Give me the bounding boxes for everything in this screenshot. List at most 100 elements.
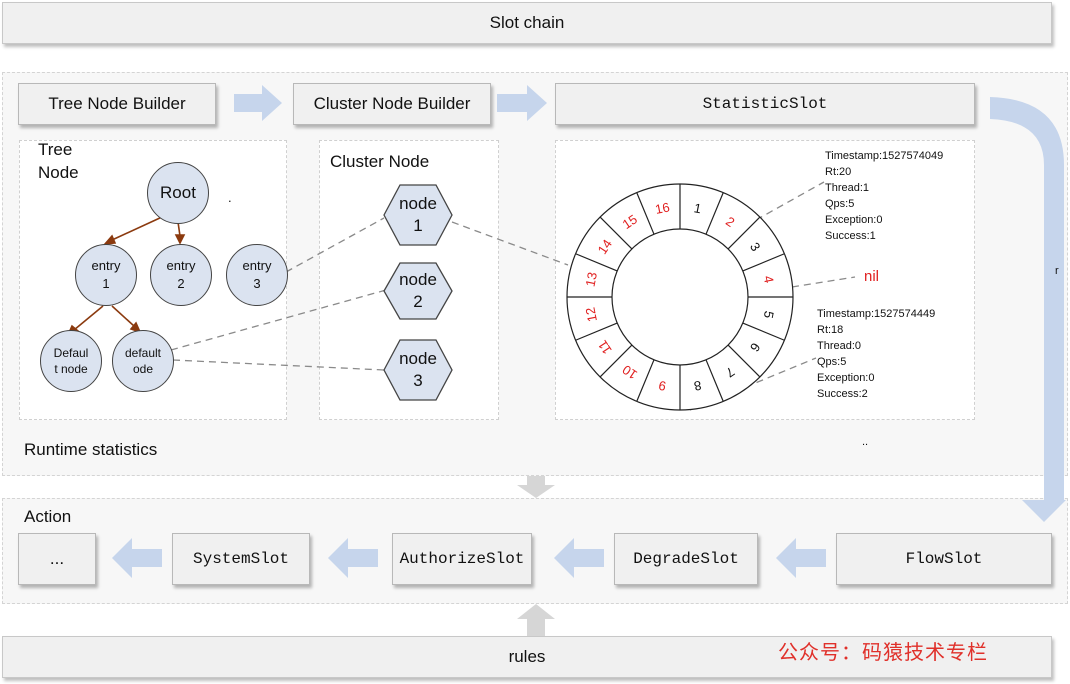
tree-node-title: Tree Node bbox=[38, 138, 79, 184]
info-timestamp: Timestamp:1527574449 bbox=[817, 308, 936, 320]
cluster-node-2-shape bbox=[383, 262, 453, 320]
authorize-slot-box: AuthorizeSlot bbox=[392, 533, 532, 585]
info-exception: Exception:0 bbox=[825, 214, 883, 226]
ring-divider bbox=[636, 192, 655, 235]
cluster-node-1-shape bbox=[383, 184, 453, 246]
cluster-node-1-label: node 1 bbox=[384, 193, 452, 237]
cluster-node-3-shape bbox=[383, 339, 453, 401]
info-thread: Thread:0 bbox=[817, 340, 862, 352]
ring-divider bbox=[575, 253, 618, 272]
ring-inner bbox=[611, 228, 749, 366]
entry-node-3-line1: entry bbox=[242, 258, 272, 274]
ring-divider bbox=[599, 344, 633, 378]
info-timestamp: Timestamp:1527574049 bbox=[825, 150, 944, 162]
info-rt: Rt:20 bbox=[825, 166, 852, 178]
ring-divider bbox=[599, 216, 633, 250]
ellipsis-slot-box: ... bbox=[18, 533, 96, 585]
cluster-node-title: Cluster Node bbox=[330, 152, 430, 171]
entry-node-1-line1: entry bbox=[91, 258, 121, 274]
statistic-slot-box: StatisticSlot bbox=[555, 83, 975, 125]
ring-segment-label: 1 bbox=[693, 200, 703, 216]
tree-node-title-line2: Node bbox=[38, 163, 79, 182]
ring-segment-label: 13 bbox=[582, 271, 600, 288]
down-arrow-icon bbox=[517, 476, 555, 498]
ring-divider bbox=[742, 253, 785, 272]
entry-node-2-line2: 2 bbox=[177, 276, 185, 291]
nil-label: nil bbox=[864, 268, 880, 285]
info-qps: Qps:5 bbox=[825, 198, 855, 210]
entry-node-2: entry 2 bbox=[150, 244, 212, 306]
left-arrow-icon bbox=[328, 538, 378, 578]
left-arrow-icon bbox=[554, 538, 604, 578]
left-arrow-icon bbox=[776, 538, 826, 578]
ring-segment-label: 8 bbox=[693, 378, 703, 394]
default-node-1: Defaul t node bbox=[40, 330, 102, 392]
cluster-node-1-line2: 1 bbox=[413, 216, 423, 235]
ring-segment-label: 9 bbox=[657, 378, 667, 394]
cluster-node-builder-box: Cluster Node Builder bbox=[293, 83, 491, 125]
arrowhead-icon bbox=[174, 234, 186, 245]
root-node: Root bbox=[147, 162, 209, 224]
system-slot-label: SystemSlot bbox=[192, 550, 289, 568]
cluster-node-2-line1: node bbox=[399, 270, 437, 289]
cluster-node-3-line1: node bbox=[399, 349, 437, 368]
cluster-node-3-line2: 3 bbox=[413, 371, 423, 390]
ring-segment-label: 15 bbox=[620, 211, 640, 232]
degrade-slot-label: DegradeSlot bbox=[633, 550, 739, 568]
window-info-bottom: Timestamp:1527574449 Rt:18 Thread:0 Qps:… bbox=[817, 306, 935, 402]
cluster-node-2-line2: 2 bbox=[413, 292, 423, 311]
default-node-2-line2: ode bbox=[132, 362, 154, 376]
arrowhead-icon bbox=[103, 234, 117, 245]
runtime-statistics-label: Runtime statistics bbox=[24, 440, 158, 459]
ring-segment-label: 14 bbox=[594, 237, 615, 257]
ring-divider bbox=[575, 322, 618, 341]
entry-node-1: entry 1 bbox=[75, 244, 137, 306]
ring-divider bbox=[727, 216, 761, 250]
rules-title: rules bbox=[508, 647, 546, 666]
statistic-slot-label: StatisticSlot bbox=[702, 95, 828, 113]
default-node-2-line1: default bbox=[124, 345, 162, 360]
window-info-top: Timestamp:1527574049 Rt:20 Thread:1 Qps:… bbox=[825, 148, 943, 244]
curved-arrow-icon bbox=[990, 97, 1066, 522]
entry-node-1-line2: 1 bbox=[102, 276, 110, 291]
info-thread: Thread:1 bbox=[825, 182, 870, 194]
info-success: Success:2 bbox=[817, 388, 868, 400]
authorize-slot-label: AuthorizeSlot bbox=[399, 550, 525, 568]
ring-segment-label: 10 bbox=[620, 362, 640, 383]
up-arrow-icon bbox=[517, 604, 555, 636]
ring-divider bbox=[636, 359, 655, 402]
ring-segment-label: 16 bbox=[654, 199, 671, 217]
info-success: Success:1 bbox=[825, 230, 876, 242]
action-label: Action bbox=[24, 507, 72, 526]
watermark-text: 公众号：码猿技术专栏 bbox=[778, 640, 988, 664]
info-exception: Exception:0 bbox=[817, 372, 875, 384]
info-qps: Qps:5 bbox=[817, 356, 847, 368]
ring-divider bbox=[742, 322, 785, 341]
ellipsis-slot-label: ... bbox=[49, 549, 65, 568]
tree-node-builder-box: Tree Node Builder bbox=[18, 83, 216, 125]
ring-segment-label: 4 bbox=[761, 274, 777, 284]
degrade-slot-box: DegradeSlot bbox=[614, 533, 758, 585]
stray-dot: . bbox=[228, 190, 232, 205]
default-node-2: default ode bbox=[112, 330, 174, 392]
ring-segment-label: 5 bbox=[761, 310, 777, 320]
ring-divider bbox=[727, 344, 761, 378]
flow-slot-label: FlowSlot bbox=[905, 550, 983, 568]
cluster-node-1-line1: node bbox=[399, 194, 437, 213]
entry-node-3-line2: 3 bbox=[253, 276, 261, 291]
info-rt: Rt:18 bbox=[817, 324, 844, 336]
flow-slot-box: FlowSlot bbox=[836, 533, 1052, 585]
entry-node-3: entry 3 bbox=[226, 244, 288, 306]
runtime-ellipsis: .. bbox=[862, 436, 869, 448]
slot-chain-title: Slot chain bbox=[489, 13, 565, 32]
tree-node-builder-label: Tree Node Builder bbox=[48, 94, 186, 113]
root-node-label: Root bbox=[160, 182, 196, 202]
flow-arrow-icon bbox=[497, 85, 547, 121]
slot-chain-header: Slot chain bbox=[2, 2, 1052, 44]
flow-arrow-icon bbox=[234, 85, 282, 121]
cluster-node-2-label: node 2 bbox=[384, 269, 452, 313]
tree-node-title-line1: Tree bbox=[38, 140, 73, 159]
cluster-node-3-label: node 3 bbox=[384, 348, 452, 392]
